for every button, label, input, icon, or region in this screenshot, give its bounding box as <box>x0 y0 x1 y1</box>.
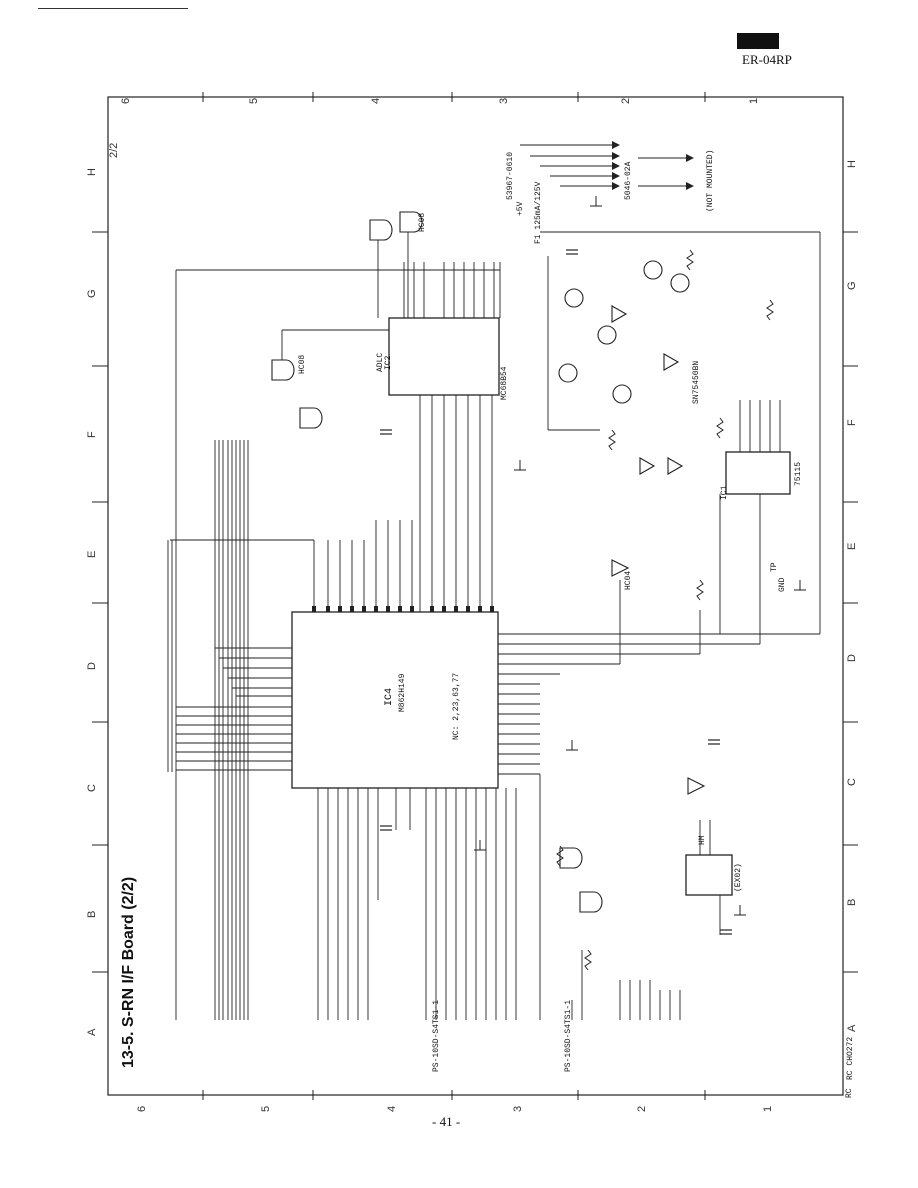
not-mounted-label: (NOT MOUNTED) <box>706 149 715 212</box>
resistors <box>556 249 774 971</box>
fuse-label: F1 125mA/125V <box>534 181 543 244</box>
grid-number-5-top: 5 <box>248 97 260 104</box>
grid-number-1-top: 1 <box>748 97 760 104</box>
grid-number-1-bottom: 1 <box>762 1105 774 1112</box>
cn2-part-label: PS-10SD-S4TS1-1 <box>432 999 441 1072</box>
wiring <box>167 144 821 1020</box>
grid-letter-b: B <box>86 910 98 918</box>
grid-letter-f-right: F <box>846 419 858 426</box>
grid-number-6-top: 6 <box>120 97 132 104</box>
grid-number-3-bottom: 3 <box>512 1105 524 1112</box>
grid-letter-b-right: B <box>846 898 858 906</box>
grid-number-2-top: 2 <box>620 97 632 104</box>
grid-letter-d-right: D <box>846 654 858 662</box>
oscillator-label: (EX02) <box>734 863 743 892</box>
grid-letter-g: G <box>86 289 98 298</box>
grid-ticks <box>92 92 858 1100</box>
hm-label: HM <box>698 835 707 845</box>
grid-letter-g-right: G <box>846 281 858 290</box>
vcc-label: +5V <box>516 201 525 216</box>
grid-number-2-bottom: 2 <box>636 1105 648 1112</box>
grid-letter-h: H <box>86 168 98 176</box>
ic1-part-label: 75115 <box>794 461 803 486</box>
grid-letter-a: A <box>86 1028 98 1036</box>
connector-arrows <box>612 141 694 190</box>
ic4-nc-note: NC: 2,23,63,77 <box>452 672 461 740</box>
top-rule <box>38 8 188 9</box>
grid-number-4-bottom: 4 <box>386 1105 398 1112</box>
grid-letter-f: F <box>86 431 98 438</box>
grid-letter-c: C <box>86 784 98 792</box>
ic4-part-label: M862H149 <box>398 673 407 712</box>
ic6-part-label: HC08 <box>418 212 427 232</box>
cn3-part-label: PS-10SD-S4TS1-1 <box>564 999 573 1072</box>
page-number: - 41 - <box>432 1114 461 1129</box>
ic2-name-label: IC2 <box>384 355 393 370</box>
test-point-label: TP <box>770 562 779 572</box>
ic4-name-label: IC4 <box>384 687 395 706</box>
cn4-part-label: 5046-02A <box>624 161 633 200</box>
drawing-frame <box>107 96 844 1096</box>
ic1-body <box>725 451 791 495</box>
transistors <box>558 260 690 404</box>
ic4-pin-dots <box>312 606 494 612</box>
grid-letter-c-right: C <box>846 778 858 786</box>
ic1-name-label: IC1 <box>720 485 729 500</box>
ic2-part-label: MC68B54 <box>500 366 509 400</box>
rc-label: RC <box>845 1088 854 1098</box>
model-label: ER-04RP <box>742 52 792 67</box>
ic3-part-label: SN75450BN <box>692 360 701 404</box>
grid-letter-h-right: H <box>846 160 858 168</box>
grid-letter-e-right: E <box>846 542 858 550</box>
ic5-part-label: HC08 <box>298 354 307 374</box>
drawing-number: RC CHO272 <box>846 1036 855 1080</box>
logic-gates <box>271 211 706 913</box>
grid-number-5-bottom: 5 <box>260 1105 272 1112</box>
diagram-title: 13-5. S-RN I/F Board (2/2) <box>120 876 137 1068</box>
oscillator-body <box>685 854 733 896</box>
grid-letter-e: E <box>86 550 98 558</box>
grid-number-6-bottom: 6 <box>136 1105 148 1112</box>
ic7-part-label: HC04 <box>624 570 633 590</box>
cn1-part-label: 53967-0610 <box>506 151 515 200</box>
sheet-label: 2/2 <box>108 142 120 158</box>
grid-number-4-top: 4 <box>370 97 382 104</box>
model-marker-block <box>737 33 779 49</box>
ground-symbols <box>474 196 806 916</box>
ic4-body <box>291 611 499 789</box>
grid-letter-d: D <box>86 662 98 670</box>
grid-number-3-top: 3 <box>498 97 510 104</box>
capacitors <box>380 249 732 935</box>
grid-letter-a-right: A <box>846 1024 858 1032</box>
ground-label: GND <box>778 577 787 592</box>
ic2-body <box>388 317 500 396</box>
